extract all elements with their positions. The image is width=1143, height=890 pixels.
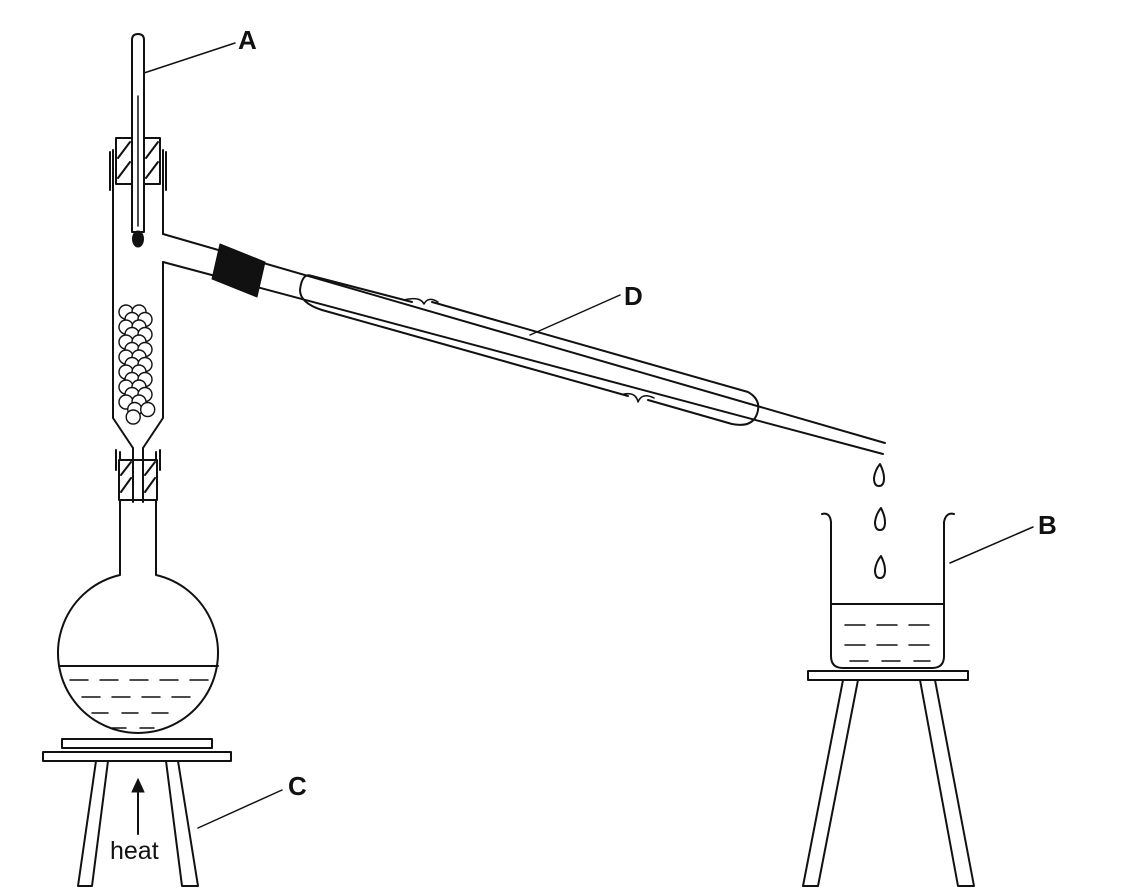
condenser-jacket [299,274,760,426]
lower-stopper [115,447,161,503]
label-a: A [238,25,257,55]
label-b: B [1038,510,1057,540]
beaker [821,512,955,669]
fractionating-column [112,149,164,449]
distillate-droplets [873,463,886,579]
label-d: D [624,281,643,311]
rubber-connector [211,243,266,298]
heat-arrow [131,777,145,835]
round-bottom-flask [57,451,219,734]
side-arm-tube [162,233,886,455]
glass-bead [139,401,156,418]
right-tripod-stand [802,670,975,887]
left-tripod-stand [42,738,232,887]
leader-lines [143,42,1034,829]
glass-bead [125,409,141,425]
label-c: C [288,771,307,801]
heat-label: heat [110,837,159,865]
glass-beads-packing [118,304,156,425]
thermometer [131,33,145,248]
